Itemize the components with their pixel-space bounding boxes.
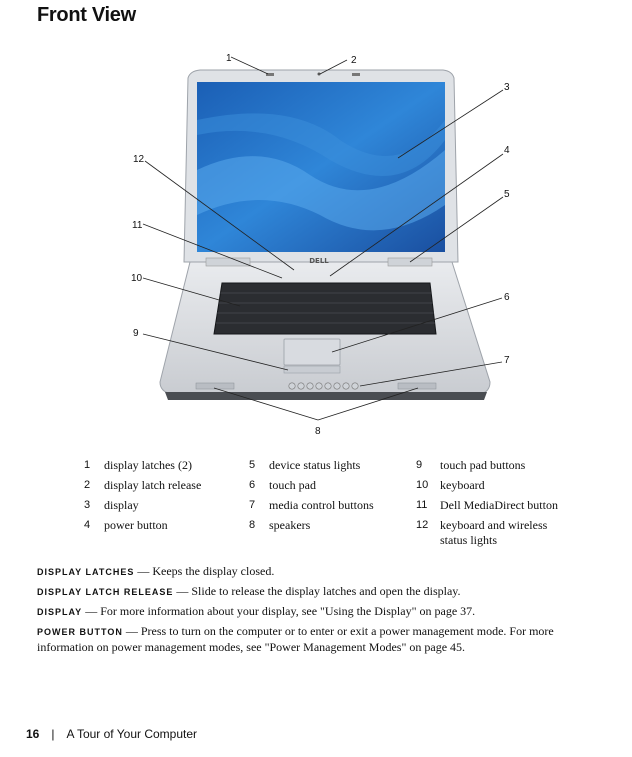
description-display-latches: DISPLAY LATCHES — Keeps the display clos… — [37, 564, 275, 578]
media-control-buttons — [288, 382, 359, 390]
callout-5: 5 — [504, 189, 510, 200]
callout-4: 4 — [504, 145, 510, 156]
callout-11: 11 — [132, 220, 143, 231]
description-display-latch-release: DISPLAY LATCH RELEASE — Slide to release… — [37, 584, 461, 598]
page-title: Front View — [37, 4, 136, 26]
callout-7: 7 — [504, 355, 510, 366]
speaker-left — [195, 382, 235, 390]
section-title: A Tour of Your Computer — [66, 727, 198, 741]
page-footer: 16 | A Tour of Your Computer — [26, 727, 197, 741]
callout-1: 1 — [226, 53, 232, 64]
callout-8: 8 — [315, 426, 321, 437]
touch-pad-buttons — [283, 365, 341, 374]
touch-pad — [283, 338, 341, 366]
page-number: 16 — [26, 727, 40, 741]
callout-2: 2 — [351, 55, 357, 66]
description-power-button: POWER BUTTON — Press to turn on the comp… — [37, 624, 554, 654]
callout-6: 6 — [504, 292, 510, 303]
speaker-right — [397, 382, 437, 390]
display-latch — [352, 73, 360, 76]
footer-separator: | — [51, 727, 55, 741]
dell-logo: DELL — [309, 257, 329, 265]
description-display: DISPLAY — For more information about you… — [37, 604, 476, 618]
keyboard — [213, 282, 437, 335]
callout-10: 10 — [131, 273, 143, 284]
callout-3: 3 — [504, 82, 510, 93]
display-latch — [266, 73, 274, 76]
laptop-front-view-illustration: DELL 1 2 3 4 5 6 7 8 9 10 — [131, 53, 510, 437]
callout-12: 12 — [133, 154, 145, 165]
callout-9: 9 — [133, 328, 139, 339]
